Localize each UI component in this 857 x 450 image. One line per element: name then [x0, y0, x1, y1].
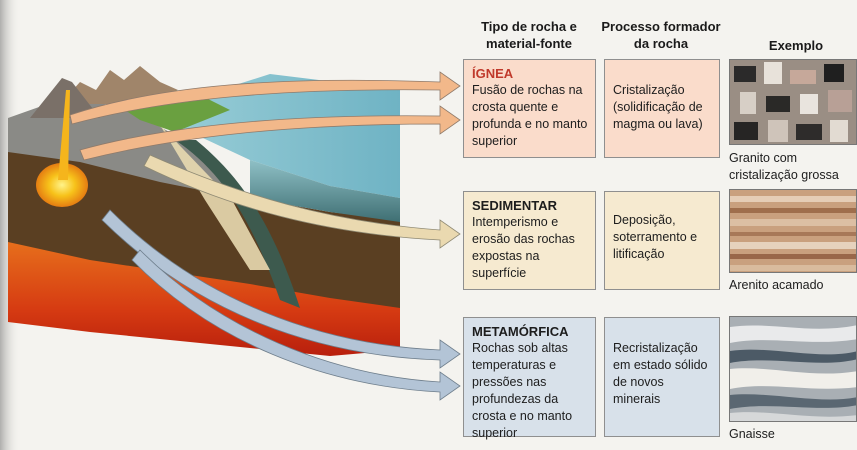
box-sedimentar-process: Deposição, soterramento e litificação	[604, 191, 720, 290]
arrow-ignea-1	[69, 71, 461, 125]
arrow-ignea-2	[79, 105, 461, 161]
header-example: Exemplo	[768, 38, 824, 53]
ocean-block-side	[250, 160, 400, 222]
type-ignea: ÍGNEA	[472, 66, 514, 81]
source-ignea: Fusão de rochas na crosta quente e profu…	[472, 83, 588, 148]
caption-granito: Granito com cristalização grossa	[729, 151, 839, 182]
process-sedimentar: Deposição, soterramento e litificação	[613, 213, 698, 261]
box-metamorfica-process: Recristalização em estado sólido de novo…	[604, 317, 720, 437]
arrow-metamorfica-1	[101, 209, 461, 369]
type-sedimentar: SEDIMENTAR	[472, 198, 557, 213]
source-sedimentar: Intemperismo e erosão das rochas exposta…	[472, 215, 575, 280]
process-metamorfica: Recristalização em estado sólido de novo…	[613, 341, 708, 406]
arrow-sedimentar	[143, 154, 461, 249]
box-ignea-source: ÍGNEA Fusão de rochas na crosta quente e…	[463, 59, 596, 158]
granite-swatch	[729, 59, 857, 145]
gneiss-swatch	[729, 316, 857, 422]
box-sedimentar-source: SEDIMENTAR Intemperismo e erosão das roc…	[463, 191, 596, 290]
arrow-metamorfica-2	[131, 249, 461, 401]
header-type: Tipo de rocha e material-fonte	[481, 19, 577, 51]
sediment-fan	[160, 125, 270, 270]
process-ignea: Cristalização (solidificação de magma ou…	[613, 83, 703, 131]
crust-layer	[8, 150, 400, 308]
header-process: Processo formador da rocha	[601, 19, 721, 51]
source-metamorfica: Rochas sob altas temperaturas e pressões…	[472, 341, 573, 440]
mountains	[60, 66, 178, 104]
sandstone-swatch	[729, 189, 857, 273]
volcano	[30, 78, 100, 118]
caption-arenito: Arenito acamado	[729, 278, 824, 292]
magma-conduit	[58, 90, 70, 180]
box-ignea-process: Cristalização (solidificação de magma ou…	[604, 59, 720, 158]
magma-chamber	[36, 163, 88, 207]
type-metamorfica: METAMÓRFICA	[472, 324, 569, 339]
subducting-slab	[175, 140, 300, 308]
caption-gnaisse: Gnaisse	[729, 427, 775, 441]
box-metamorfica-source: METAMÓRFICA Rochas sob altas temperatura…	[463, 317, 596, 440]
